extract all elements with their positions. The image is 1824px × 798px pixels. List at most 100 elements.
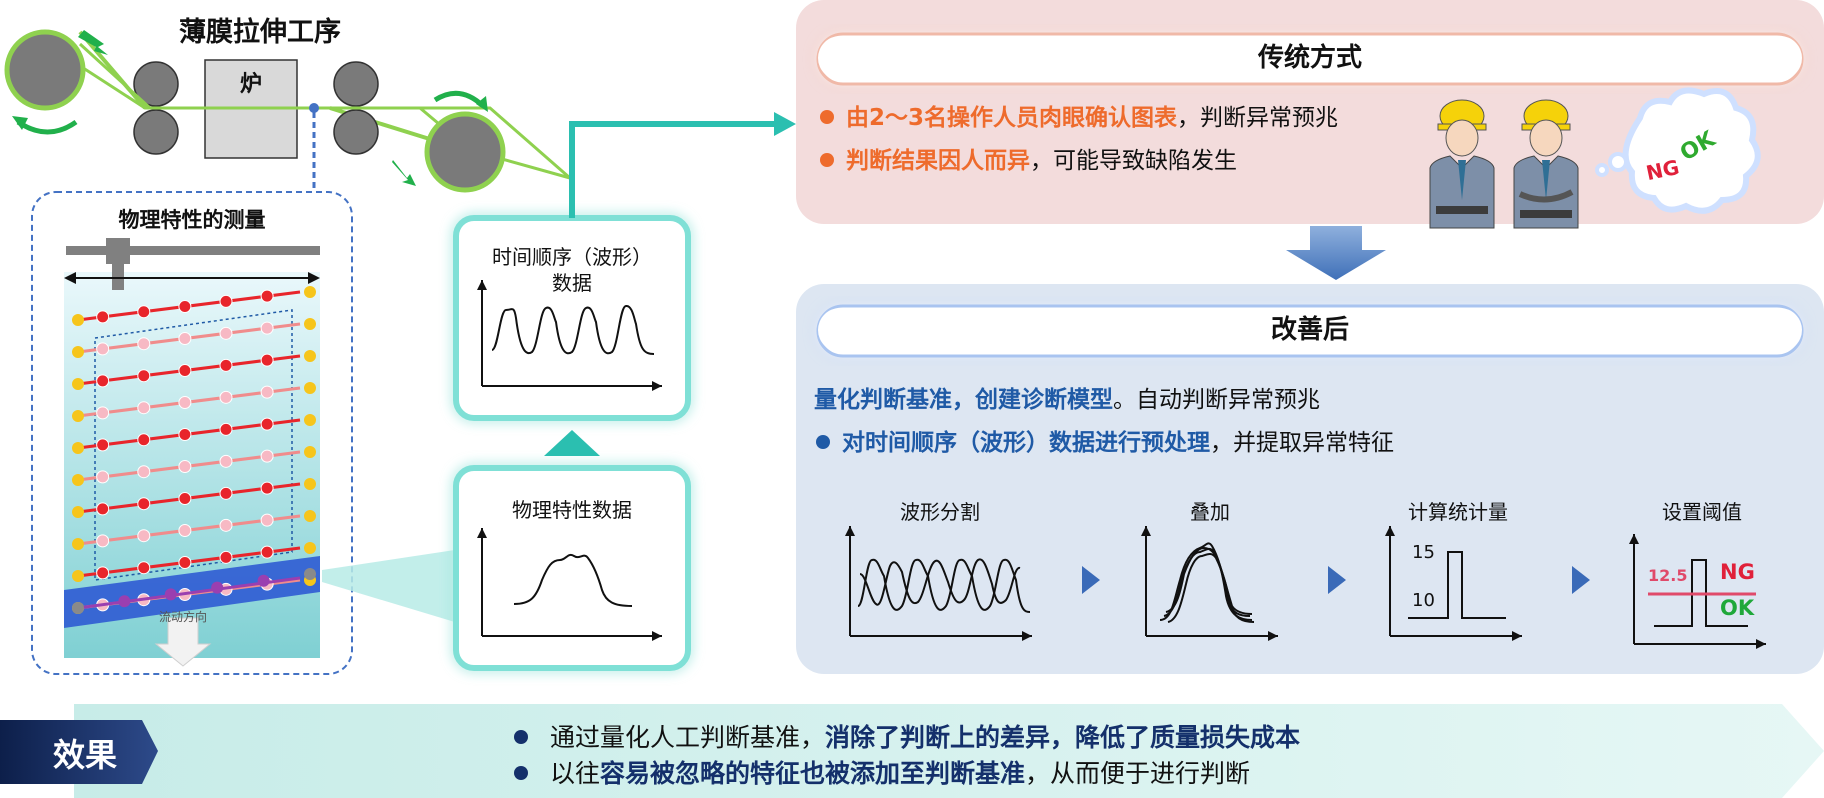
scan-point	[219, 358, 233, 372]
scan-point	[137, 305, 151, 319]
scan-end-dot	[72, 410, 84, 422]
stat-value-low: 10	[1412, 590, 1435, 611]
scan-end-dot	[72, 506, 84, 518]
scan-end-dot	[304, 382, 316, 394]
traditional-bullet-1-strong: 由2～3名操作人员肉眼确认图表	[846, 105, 1178, 131]
scan-point	[96, 406, 110, 420]
scan-point	[178, 524, 192, 538]
scan-point	[137, 337, 151, 351]
scan-end-dot	[72, 538, 84, 550]
scan-point	[178, 364, 192, 378]
scan-point	[164, 588, 177, 601]
step-label-threshold: 设置阈值	[1662, 500, 1742, 524]
scan-point	[137, 561, 151, 575]
furnace-label: 炉	[239, 72, 262, 97]
effect-label-badge	[0, 720, 158, 784]
timeseries-title-line1: 时间顺序（波形）	[492, 245, 652, 269]
step-overlay-chart	[1141, 526, 1278, 641]
improved-line-2-rest: ，并提取异常特征	[1210, 430, 1394, 456]
step-label-overlay: 叠加	[1190, 500, 1230, 524]
scan-point	[260, 321, 274, 335]
left-roll	[4, 29, 86, 111]
traditional-bullet-1-rest: ，判断异常预兆	[1177, 105, 1339, 131]
step-arrow-1	[1082, 566, 1100, 594]
scan-end-dot	[72, 378, 84, 390]
scan-point	[178, 396, 192, 410]
flow-direction-label: 流动方向	[158, 610, 207, 624]
physical-panel-frame	[453, 465, 691, 671]
step-label-statistics: 计算统计量	[1408, 500, 1508, 524]
effect-line-2: 以往容易被忽略的特征也被添加至判断基准，从而便于进行判断	[514, 754, 1250, 790]
scan-point	[178, 556, 192, 570]
scan-point	[260, 513, 274, 527]
scan-point	[137, 369, 151, 383]
scan-point	[211, 581, 224, 594]
effect-line-1-normal: 通过量化人工判断基准，	[550, 723, 826, 752]
scan-end-dot	[304, 286, 316, 298]
scan-point	[96, 502, 110, 516]
effect-line-2-normal-a: 以往	[550, 759, 601, 788]
traditional-bullet-1: 由2～3名操作人员肉眼确认图表，判断异常预兆	[820, 98, 1338, 132]
scan-point	[219, 550, 233, 564]
scan-point	[137, 529, 151, 543]
scan-point	[137, 465, 151, 479]
threshold-ng-label: NG	[1720, 560, 1755, 584]
scan-point	[260, 385, 274, 399]
scan-end-dot	[304, 414, 316, 426]
step-threshold-chart	[1629, 534, 1766, 649]
scan-end-dot	[304, 318, 316, 330]
traditional-title: 传统方式	[818, 36, 1802, 80]
scan-point	[137, 433, 151, 447]
timeseries-mini-chart	[477, 280, 662, 391]
step-arrow-2	[1328, 566, 1346, 594]
scan-point	[219, 390, 233, 404]
scan-point	[219, 422, 233, 436]
measurement-container	[31, 191, 353, 675]
physical-panel-title: 物理特性数据	[512, 498, 632, 522]
scan-end-dot	[72, 314, 84, 326]
workers-illustration	[1429, 99, 1579, 229]
scan-point	[96, 310, 110, 324]
effect-line-2-strong: 容易被忽略的特征也被添加至判断基准	[600, 759, 1026, 788]
scan-end-dot	[304, 478, 316, 490]
threshold-value: 12.5	[1648, 566, 1688, 585]
traditional-bullet-2-strong: 判断结果因人而异	[846, 148, 1030, 174]
scan-point	[219, 294, 233, 308]
scan-point	[96, 374, 110, 388]
scan-point	[219, 454, 233, 468]
scan-point	[96, 470, 110, 484]
scan-end-dot	[304, 510, 316, 522]
measurement-scan-rows	[72, 286, 316, 614]
scan-point	[118, 595, 131, 608]
traditional-bullet-2-rest: ，可能导致缺陷发生	[1030, 148, 1237, 174]
threshold-ok-label: OK	[1720, 596, 1755, 620]
physical-mini-chart	[477, 528, 662, 641]
scan-point	[260, 417, 274, 431]
scan-point	[260, 481, 274, 495]
scan-end-dot	[72, 442, 84, 454]
effect-line-1-strong: 消除了判断上的差异，降低了质量损失成本	[825, 723, 1301, 752]
up-arrow	[544, 430, 600, 456]
timeseries-panel-title: 时间顺序（波形） 数据	[456, 244, 688, 296]
scan-point	[137, 401, 151, 415]
step-arrow-3	[1572, 566, 1590, 594]
traditional-bullet-2: 判断结果因人而异，可能导致缺陷发生	[820, 141, 1237, 175]
measurement-title: 物理特性的测量	[118, 208, 266, 232]
scan-end-dot	[72, 346, 84, 358]
improved-line-2-strong: 对时间顺序（波形）数据进行预处理	[842, 430, 1210, 456]
thought-bubble	[1595, 87, 1761, 214]
timeseries-title-line2: 数据	[552, 271, 592, 295]
step-statistics-chart	[1385, 526, 1522, 641]
scan-point	[260, 449, 274, 463]
teal-arrow-head	[774, 112, 796, 136]
step-label-waveform-split: 波形分割	[900, 500, 980, 524]
scan-end-dot	[304, 350, 316, 362]
improved-line-1: 量化判断基准，创建诊断模型。自动判断异常预兆	[814, 380, 1320, 414]
stat-value-high: 15	[1412, 542, 1435, 563]
step-waveform-split-chart	[845, 526, 1032, 641]
improved-title: 改善后	[818, 308, 1802, 352]
scan-point	[178, 428, 192, 442]
scan-point	[260, 289, 274, 303]
scan-point	[304, 568, 316, 580]
scan-end-dot	[304, 446, 316, 458]
